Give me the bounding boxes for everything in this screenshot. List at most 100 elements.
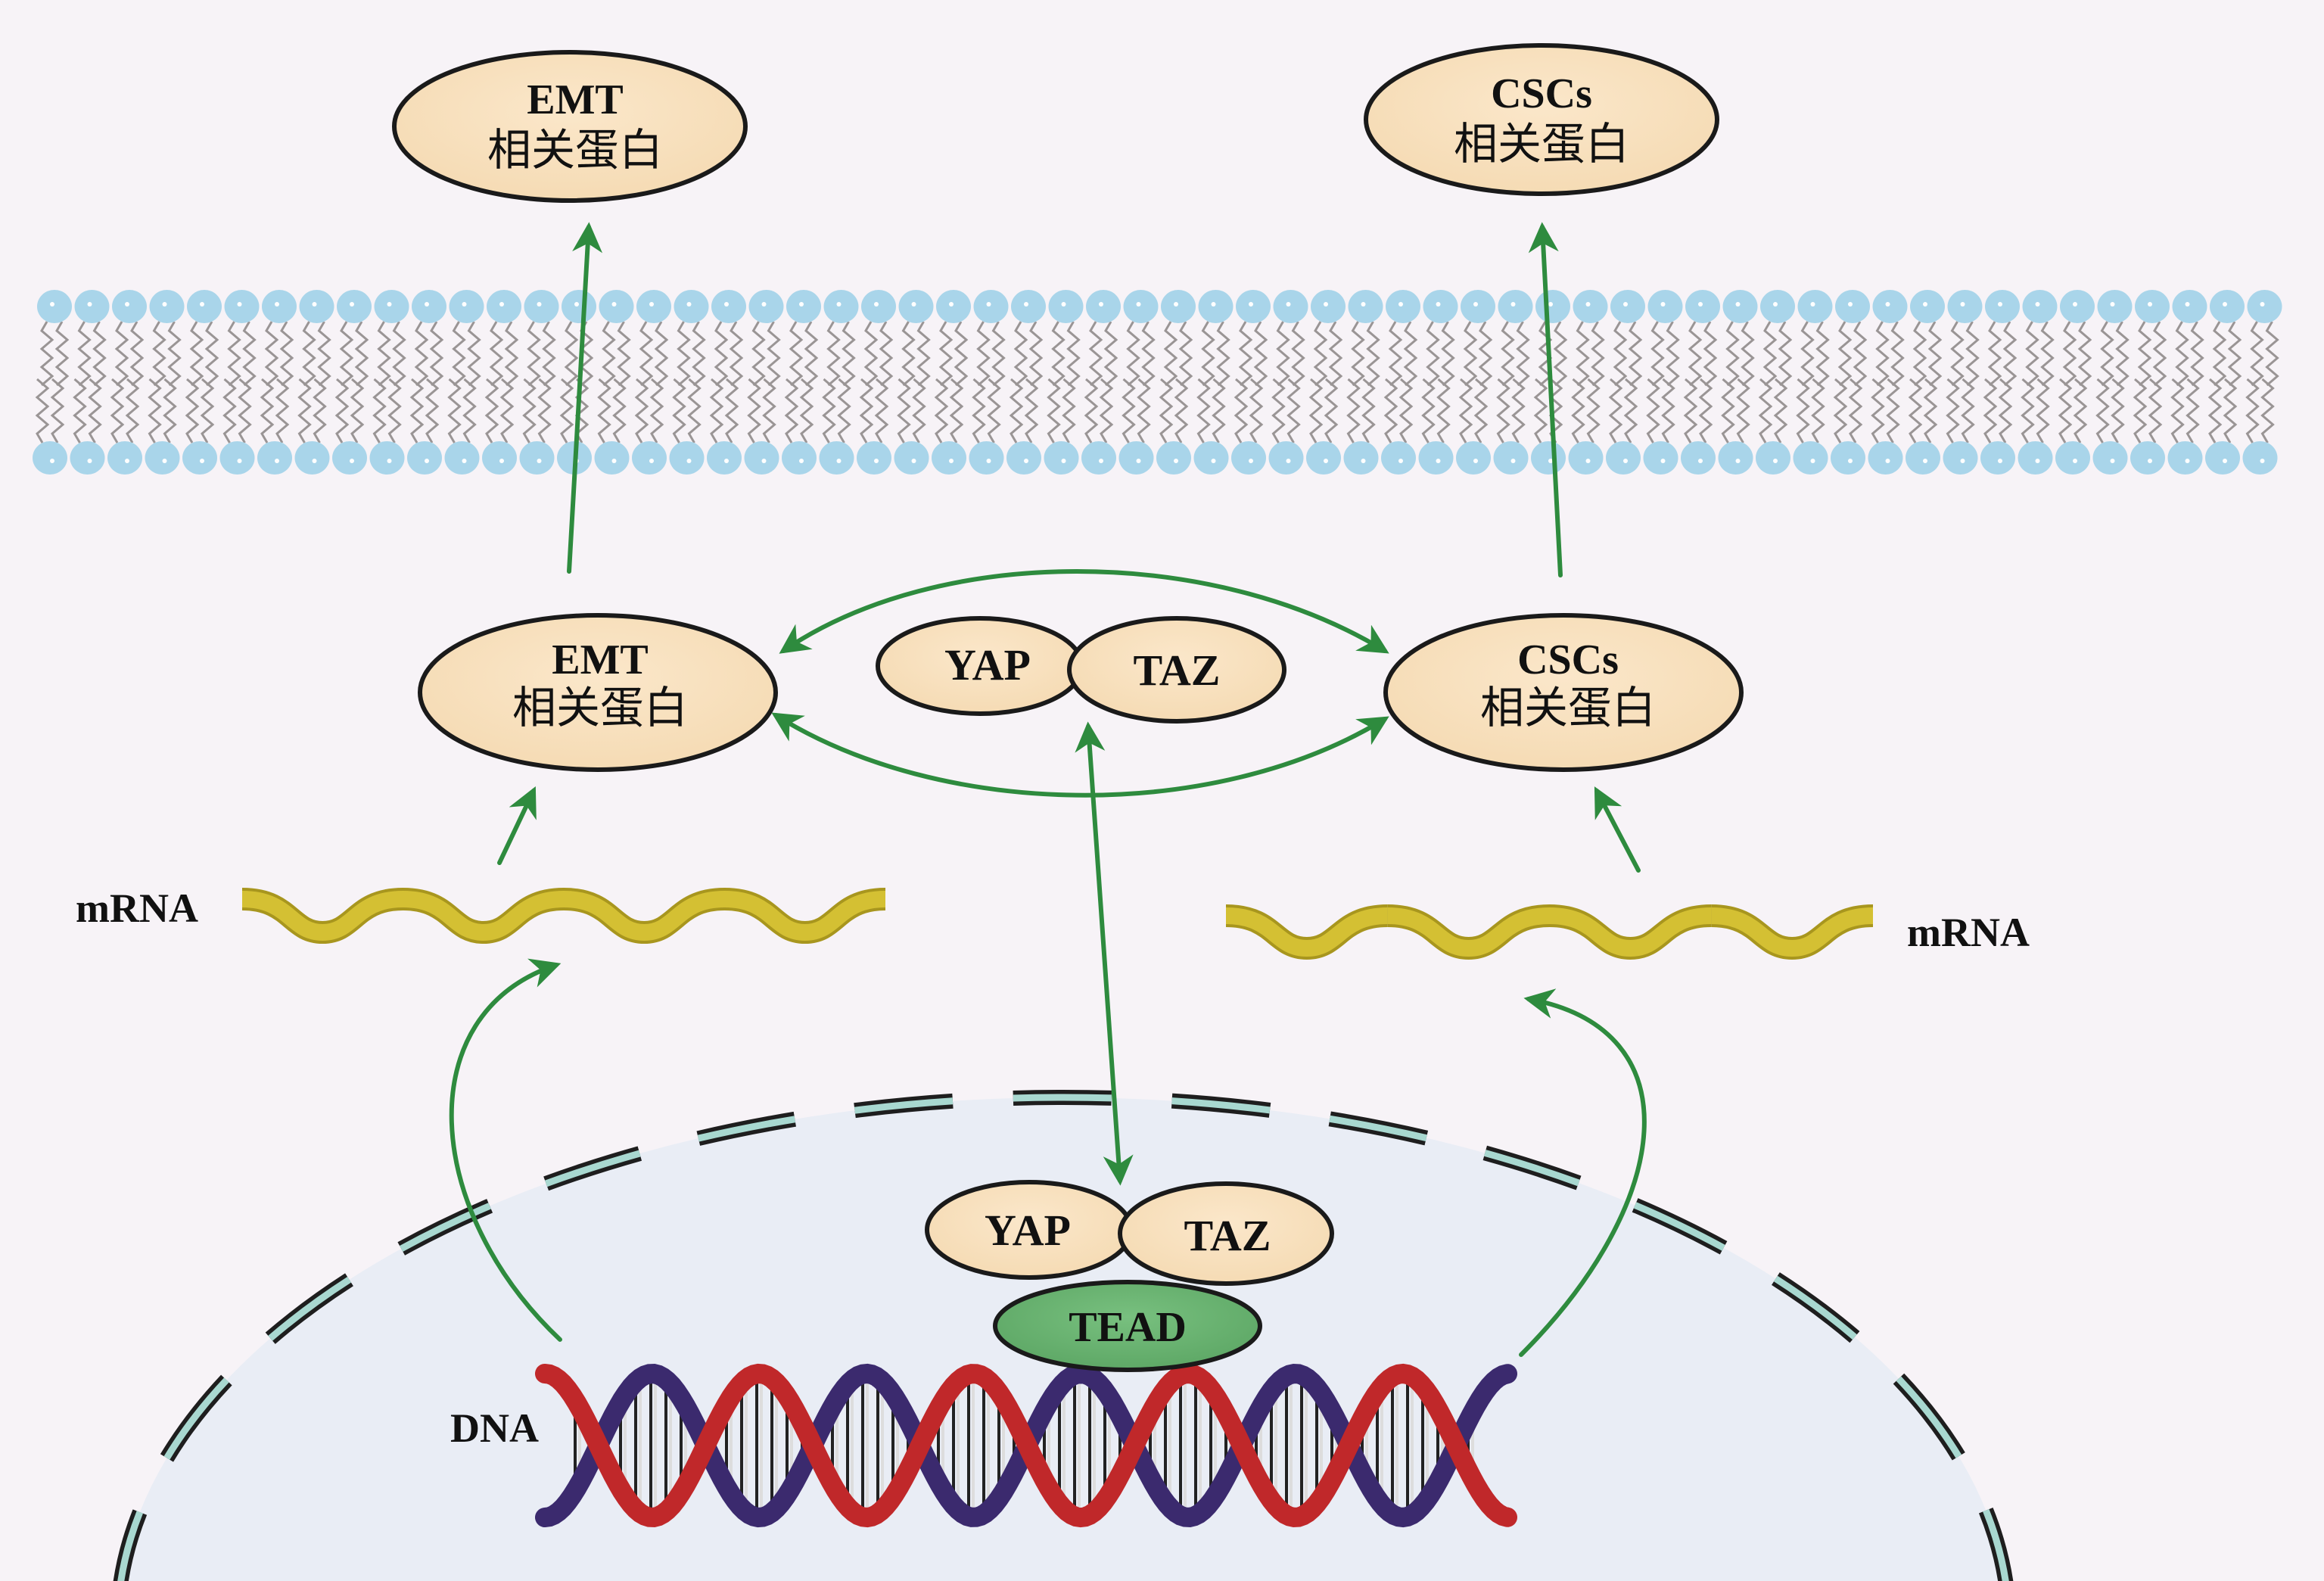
mrna-ribbon <box>1549 907 1712 957</box>
lipid-tail <box>1062 378 1076 443</box>
lipid-tail <box>724 378 739 443</box>
lipid-head-inner <box>894 441 929 475</box>
lipid-head-highlight <box>799 302 804 307</box>
lipid-head-outer <box>112 290 147 323</box>
lipid-head-outer <box>636 290 671 323</box>
lipid-head-inner <box>1831 441 1865 475</box>
lipid-head-highlight <box>1174 459 1178 463</box>
lipid-tail <box>822 378 836 443</box>
lipid-tail <box>1586 378 1601 443</box>
emt-protein-extracellular[interactable]: EMT 相关蛋白 <box>392 50 748 203</box>
emt-protein-cytoplasm[interactable]: EMT 相关蛋白 <box>418 613 778 772</box>
lipid-tail <box>2095 378 2110 443</box>
lipid-tail <box>1923 378 1938 443</box>
lipid-tail <box>1646 378 1660 443</box>
lipid-tail <box>767 321 781 387</box>
lipid-tail <box>654 321 669 387</box>
lipid-head-outer <box>1048 290 1084 323</box>
cscs-protein-cytoplasm[interactable]: CSCs 相关蛋白 <box>1383 613 1744 772</box>
lipid-head-highlight <box>1998 302 2002 307</box>
lipid-head-highlight <box>836 459 842 463</box>
lipid-tail <box>2058 378 2073 443</box>
lipid-tail <box>499 378 515 443</box>
lipid-tail <box>275 378 290 443</box>
lipid-tail <box>537 378 552 443</box>
lipid-head-highlight <box>87 459 92 463</box>
lipid-tail <box>1458 378 1473 443</box>
lipid-head-inner <box>1456 441 1491 475</box>
lipid-head-highlight <box>1361 459 1366 463</box>
lipid-tail <box>804 321 819 387</box>
lipid-tail <box>1291 321 1305 387</box>
lipid-head-highlight <box>200 459 204 463</box>
lipid-tail <box>302 321 316 387</box>
lipid-tail <box>2040 321 2055 387</box>
cscs-protein-extracellular[interactable]: CSCs 相关蛋白 <box>1364 43 1719 196</box>
yap-taz-complex-nucleus[interactable]: YAP TAZ <box>925 1180 1334 1286</box>
lipid-tail <box>484 378 499 443</box>
tead-protein[interactable]: TEAD <box>993 1280 1262 1372</box>
emt-protein-extracellular-shape <box>392 50 748 203</box>
lipid-tail <box>1516 321 1530 387</box>
lipid-tail <box>350 378 365 443</box>
lipid-head-inner <box>1756 441 1790 475</box>
lipid-tail <box>2133 378 2148 443</box>
lipid-tail <box>1383 378 1398 443</box>
lipid-head-highlight <box>1286 302 1291 307</box>
lipid-tail <box>2002 321 2018 387</box>
lipid-head-highlight <box>462 459 467 463</box>
lipid-head-inner <box>2092 441 2128 475</box>
lipid-tail <box>916 321 931 387</box>
emt-cytoplasm-line2: 相关蛋白 <box>512 682 688 733</box>
lipid-head-highlight <box>2110 302 2115 307</box>
lipid-tail <box>1890 321 1905 387</box>
lipid-head-highlight <box>1249 459 1253 463</box>
lipid-tail <box>1346 378 1361 443</box>
lipid-head-highlight <box>1211 459 1216 463</box>
lipid-tail <box>912 378 926 443</box>
lipid-tail <box>602 321 616 387</box>
lipid-head-highlight <box>836 302 842 307</box>
lipid-tail <box>2100 321 2114 387</box>
lipid-head-highlight <box>611 459 617 463</box>
lipid-tail <box>634 378 649 443</box>
lipid-head-inner <box>857 441 891 475</box>
lipid-tail <box>762 378 776 443</box>
lipid-head-highlight <box>1585 459 1591 463</box>
arrow-cscs-cyto-to-extracellular <box>1528 222 1563 577</box>
lipid-head-inner <box>782 441 817 475</box>
lipid-tail <box>114 321 129 387</box>
yap-taz-complex-cytoplasm[interactable]: YAP TAZ <box>876 616 1286 724</box>
lipid-head-highlight <box>312 459 317 463</box>
lipid-tail <box>2265 321 2279 387</box>
arrow-yaptaz-shuttle <box>1075 721 1134 1186</box>
lipid-tail <box>1912 321 1927 387</box>
lipid-head-highlight <box>874 302 879 307</box>
lipid-head-inner <box>2205 441 2240 475</box>
lipid-tail <box>2190 321 2204 387</box>
lipid-head-highlight <box>1473 302 1478 307</box>
lipid-tail <box>409 378 425 443</box>
lipid-head-highlight <box>1510 459 1516 463</box>
lipid-head-highlight <box>949 459 954 463</box>
lipid-head-outer <box>2135 290 2170 323</box>
tead-shape <box>993 1280 1262 1372</box>
lipid-tail <box>1683 378 1698 443</box>
lipid-head-inner <box>1643 441 1678 475</box>
lipid-tail <box>709 378 724 443</box>
dna-strand-a <box>535 1363 1517 1528</box>
lipid-head-highlight <box>537 302 542 307</box>
mrna-left-label: mRNA <box>76 885 198 931</box>
lipid-head-highlight <box>125 302 129 307</box>
lipid-head-outer <box>74 290 110 323</box>
lipid-tail <box>88 378 102 443</box>
lipid-tail <box>77 321 92 387</box>
lipid-head-inner <box>2018 441 2053 475</box>
cscs-protein-extracellular-shape <box>1364 43 1719 196</box>
lipid-tail <box>185 378 200 443</box>
lipid-head-inner <box>1268 441 1304 475</box>
cscs-cytoplasm-line1: CSCs <box>1517 636 1619 683</box>
lipid-tail <box>1478 321 1493 387</box>
arrow-emt-cyto-to-extracellular <box>567 222 603 574</box>
lipid-head-highlight <box>387 459 392 463</box>
